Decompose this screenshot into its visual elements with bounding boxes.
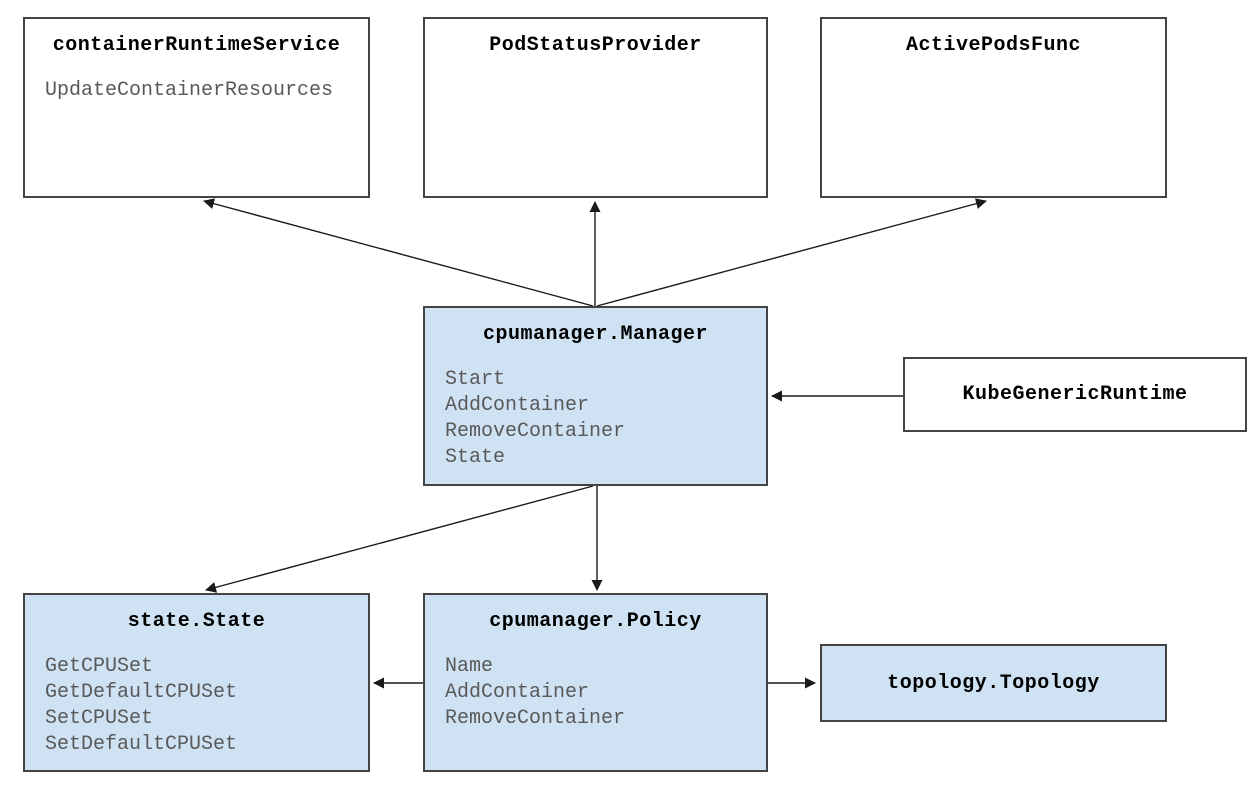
method-item: AddContainer [445,681,590,704]
method-item: GetCPUSet [45,655,154,678]
box-title: ActivePodsFunc [905,34,1082,57]
box-title: cpumanager.Manager [482,323,709,346]
box-active-pods-func: ActivePodsFunc [820,17,1167,198]
arrow-manager-to-active-pods-func [596,198,987,307]
method-item: State [445,446,506,469]
method-item: SetDefaultCPUSet [45,733,238,756]
method-item: GetDefaultCPUSet [45,681,238,704]
method-item: UpdateContainerResources [45,79,334,102]
box-kube-generic-runtime: KubeGenericRuntime [903,357,1247,432]
box-title: KubeGenericRuntime [962,383,1188,406]
method-list: Start AddContainer RemoveContainer State [425,367,766,471]
box-cpumanager-policy: cpumanager.Policy Name AddContainer Remo… [423,593,768,772]
box-pod-status-provider: PodStatusProvider [423,17,768,198]
box-state-state: state.State GetCPUSet GetDefaultCPUSet S… [23,593,370,772]
box-cpumanager-manager: cpumanager.Manager Start AddContainer Re… [423,306,768,486]
arrow-manager-to-state-state [205,485,594,593]
box-title: PodStatusProvider [489,34,702,57]
method-item: Start [445,368,506,391]
method-item: AddContainer [445,394,590,417]
method-list: GetCPUSet GetDefaultCPUSet SetCPUSet Set… [25,654,368,758]
box-title: topology.Topology [887,671,1100,695]
method-list: Name AddContainer RemoveContainer [425,654,766,732]
method-item: SetCPUSet [45,707,154,730]
method-item: Name [445,655,494,678]
method-item: RemoveContainer [445,707,626,730]
box-title: cpumanager.Policy [489,610,702,633]
box-container-runtime-service: containerRuntimeService UpdateContainerR… [23,17,370,198]
box-topology-topology: topology.Topology [820,644,1167,722]
box-title: containerRuntimeService [52,34,341,57]
box-title: state.State [127,610,266,633]
method-item: RemoveContainer [445,420,626,443]
arrow-manager-to-container-runtime-service [203,198,594,307]
method-list: UpdateContainerResources [25,78,368,104]
